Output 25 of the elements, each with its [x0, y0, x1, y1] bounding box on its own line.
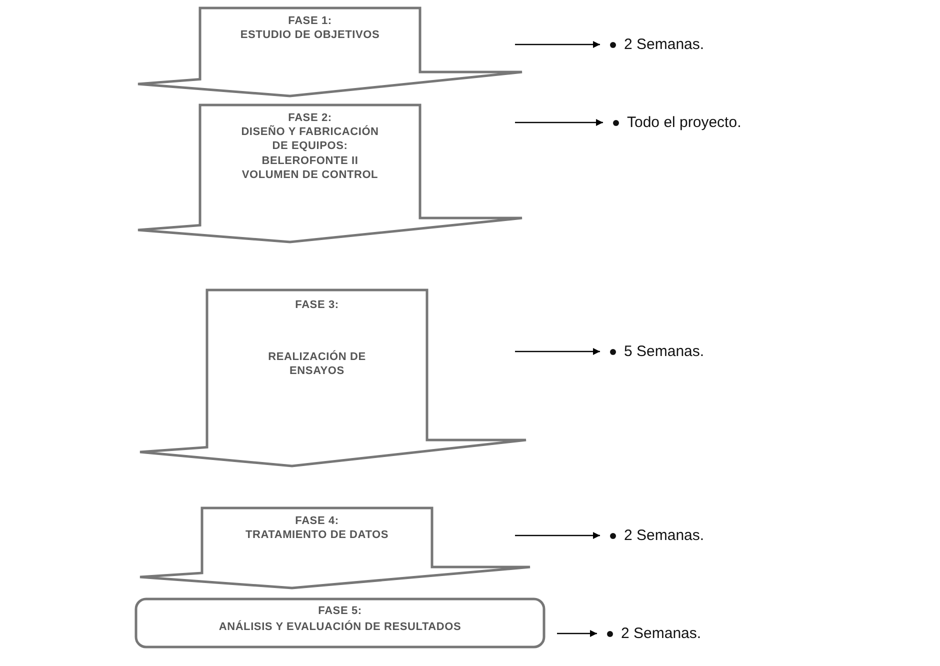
rounded-process-box	[135, 598, 545, 648]
phase-heading: FASE 3:	[294, 298, 340, 312]
phase-heading: FASE 2:	[287, 111, 333, 125]
duration-text: Todo el proyecto.	[627, 114, 742, 131]
phase-description: TRATAMIENTO DE DATOS	[244, 528, 390, 542]
duration-text: 2 Semanas.	[621, 625, 702, 642]
arrow	[515, 532, 600, 539]
down-block-arrow	[138, 8, 522, 96]
down-block-arrow	[140, 290, 526, 466]
phase-description: DISEÑO Y FABRICACIÓN DE EQUIPOS: BELEROFONTE II VOLUMEN DE CONTROL	[240, 125, 380, 182]
arrow	[515, 348, 600, 355]
down-block-arrow	[140, 508, 530, 588]
phase-heading: FASE 4:	[294, 514, 340, 528]
phase-heading: FASE 5:	[317, 604, 363, 618]
arrow	[515, 41, 600, 48]
phase-description: REALIZACIÓN DE ENSAYOS	[267, 350, 367, 379]
duration-text: 2 Semanas.	[624, 36, 704, 53]
phase-description: ESTUDIO DE OBJETIVOS	[240, 28, 380, 42]
duration-text: 2 Semanas.	[624, 527, 704, 544]
phase-description: ANÁLISIS Y EVALUACIÓN DE RESULTADOS	[218, 620, 462, 634]
down-block-arrow	[138, 105, 522, 242]
duration-text: 5 Semanas.	[624, 343, 704, 360]
arrow	[557, 630, 597, 637]
phase-heading: FASE 1:	[287, 14, 333, 28]
arrow	[515, 119, 603, 126]
